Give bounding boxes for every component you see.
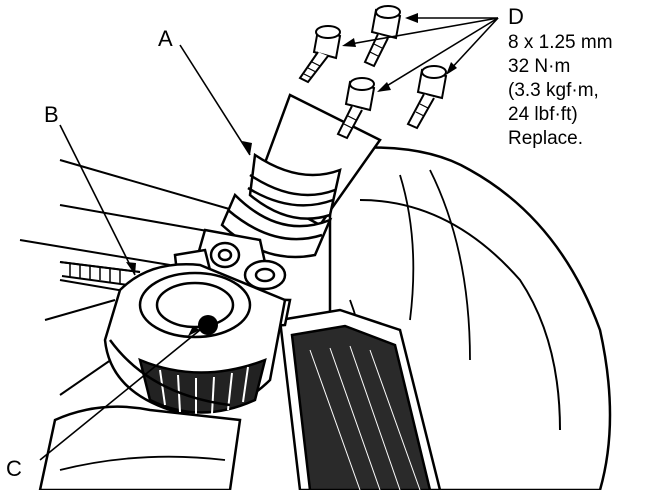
spec-torque-kgfm: (3.3 kgf·m, [508, 80, 599, 101]
bolt-hole-marker [198, 315, 218, 335]
spec-replace-note: Replace. [508, 128, 583, 149]
spec-torque-lbfft: 24 lbf·ft) [508, 104, 578, 125]
callout-c: C [6, 456, 22, 481]
callout-a: A [158, 26, 173, 51]
bolt-2 [363, 5, 402, 68]
arrowheads [126, 13, 457, 336]
spec-torque-nm: 32 N·m [508, 56, 570, 77]
bolt-1 [298, 25, 342, 84]
bolt-spec: 8 x 1.25 mm 32 N·m (3.3 kgf·m, 24 lbf·ft… [508, 32, 613, 149]
lower-panel [278, 308, 442, 490]
leader-lines [39, 17, 499, 461]
callout-b: B [44, 102, 59, 127]
bolt-3 [336, 77, 376, 140]
callout-d: D [508, 4, 524, 29]
lower-base [38, 405, 242, 490]
bolt-4 [406, 65, 448, 130]
gearbox-housing [103, 263, 287, 415]
spec-size: 8 x 1.25 mm [508, 32, 613, 53]
frame-rails [19, 159, 251, 396]
